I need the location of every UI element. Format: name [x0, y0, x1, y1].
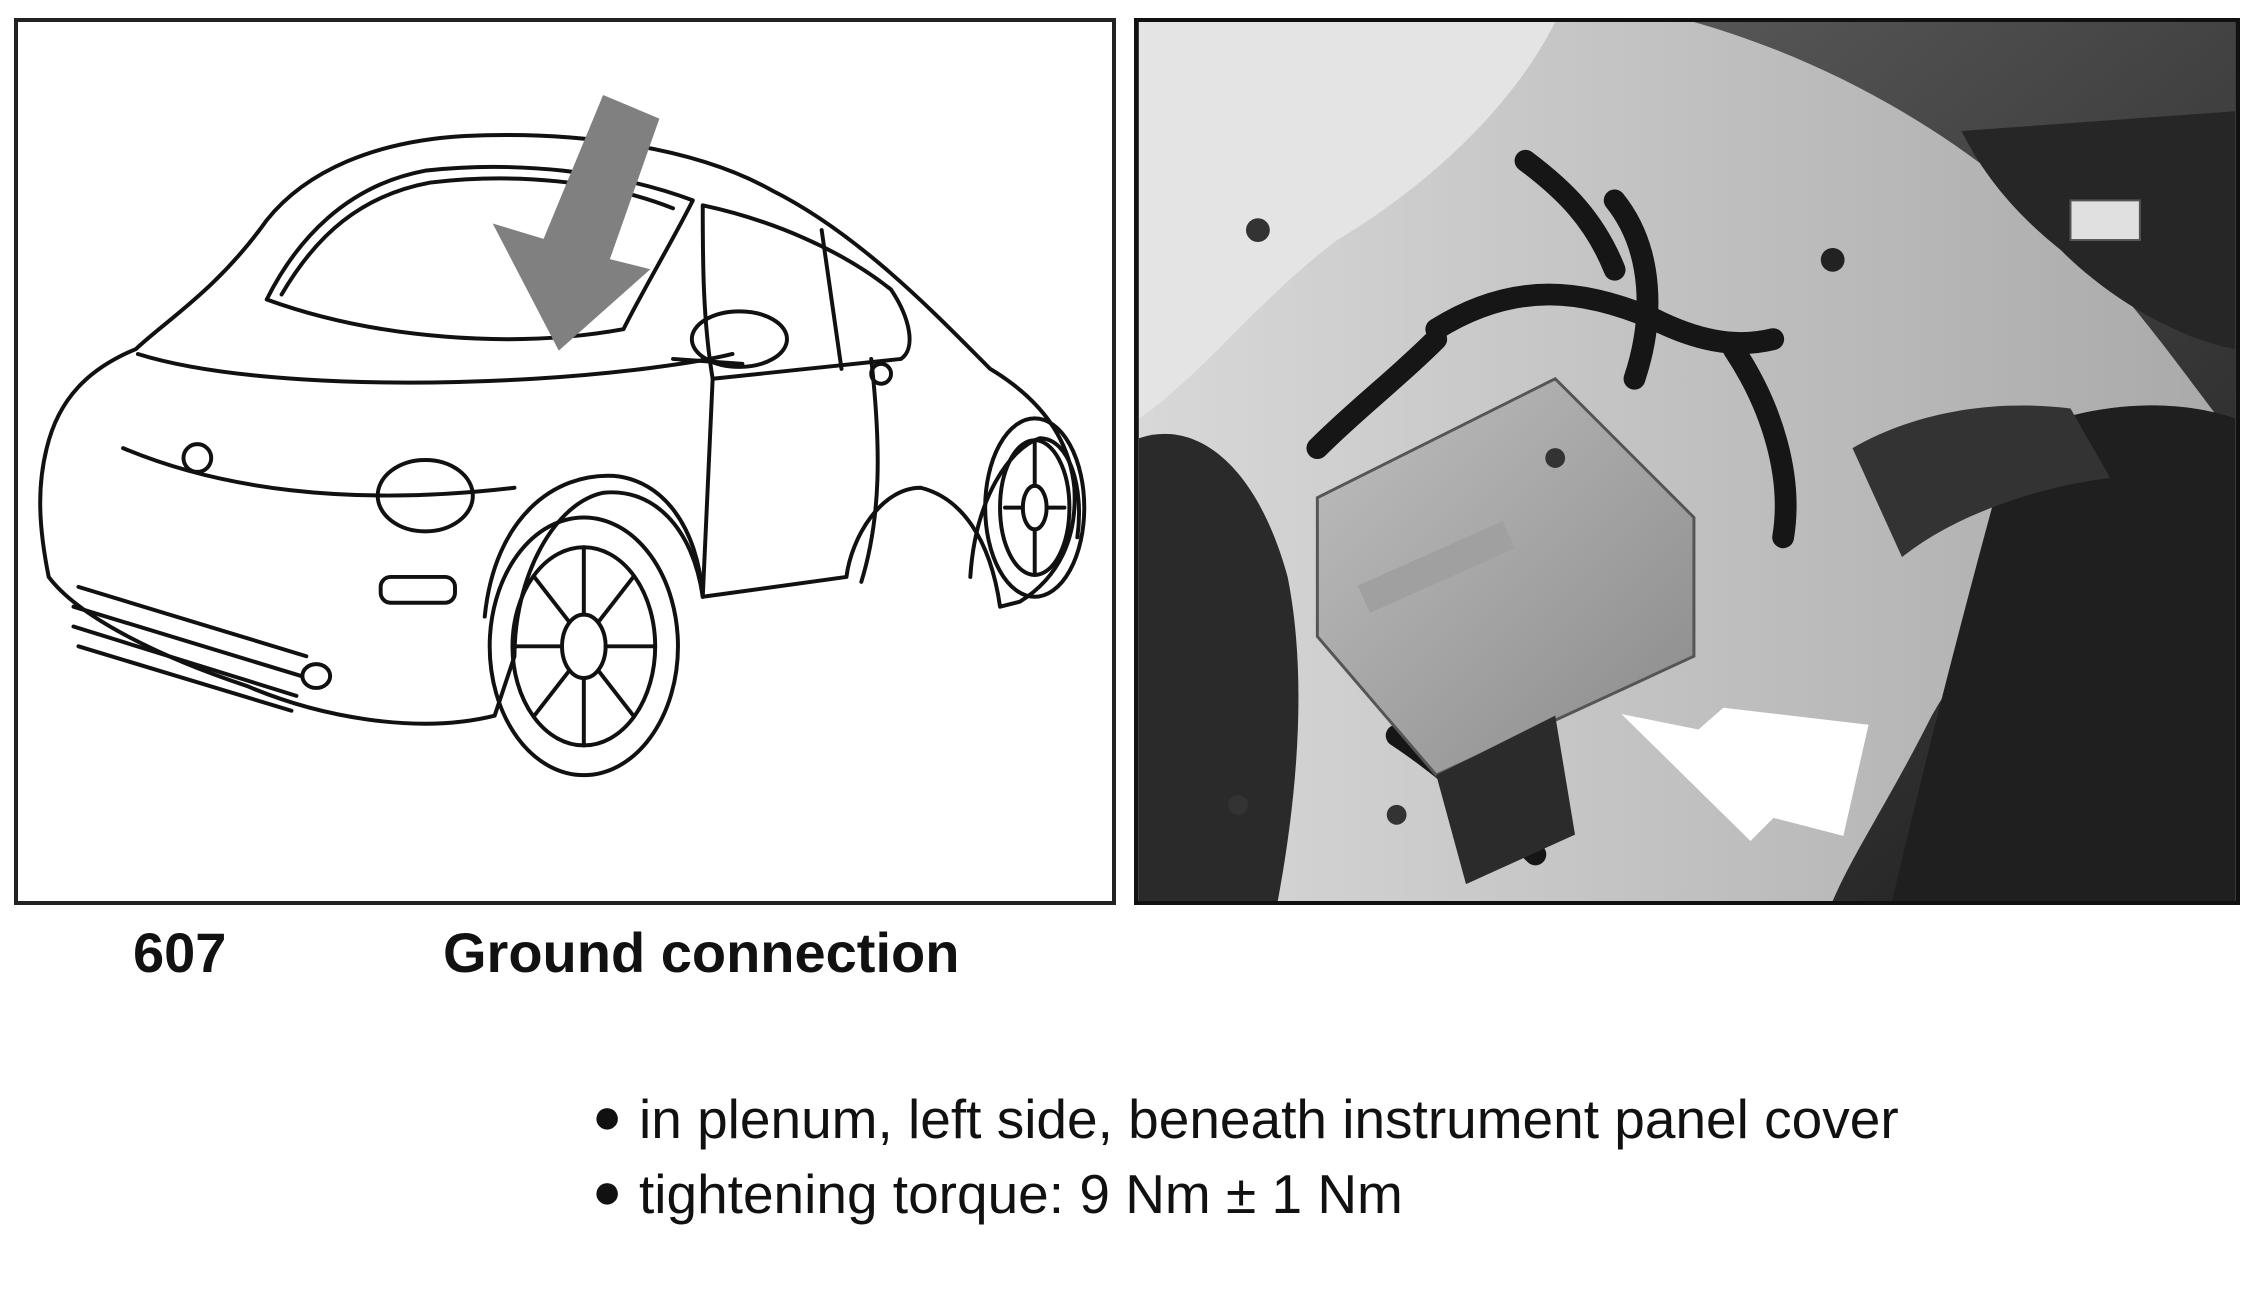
car-body-outline [38, 133, 1077, 726]
hood-line [135, 351, 735, 385]
figure-title: Ground connection [443, 921, 960, 984]
list-item: ● in plenum, left side, beneath instrume… [590, 1083, 1979, 1156]
figure-number: 607 [133, 921, 227, 984]
mirror-outline [689, 309, 789, 369]
grille-slats [71, 584, 309, 713]
plenum-photo-panel [1134, 18, 2240, 905]
gray-arrow-icon [492, 95, 660, 351]
car-drawing-panel [14, 18, 1116, 905]
windshield-outline [264, 164, 695, 342]
note-location: in plenum, left side, beneath instrument… [639, 1088, 1899, 1150]
control-module [1315, 376, 1696, 777]
list-item: ● tightening torque: 9 Nm ± 1 Nm [590, 1158, 1979, 1231]
plenum-photo [1138, 22, 2236, 901]
note-torque: tightening torque: 9 Nm ± 1 Nm [639, 1163, 1403, 1226]
headlight-outline [375, 458, 475, 534]
bullet-icon: ● [592, 1163, 623, 1220]
white-arrow-icon [1621, 707, 1869, 841]
bullet-icon: ● [592, 1088, 623, 1144]
notes-list: ● in plenum, left side, beneath instrume… [590, 1083, 1979, 1233]
car-line-drawing [38, 95, 1087, 778]
side-window-outline [700, 203, 912, 381]
front-wheel [487, 515, 680, 778]
